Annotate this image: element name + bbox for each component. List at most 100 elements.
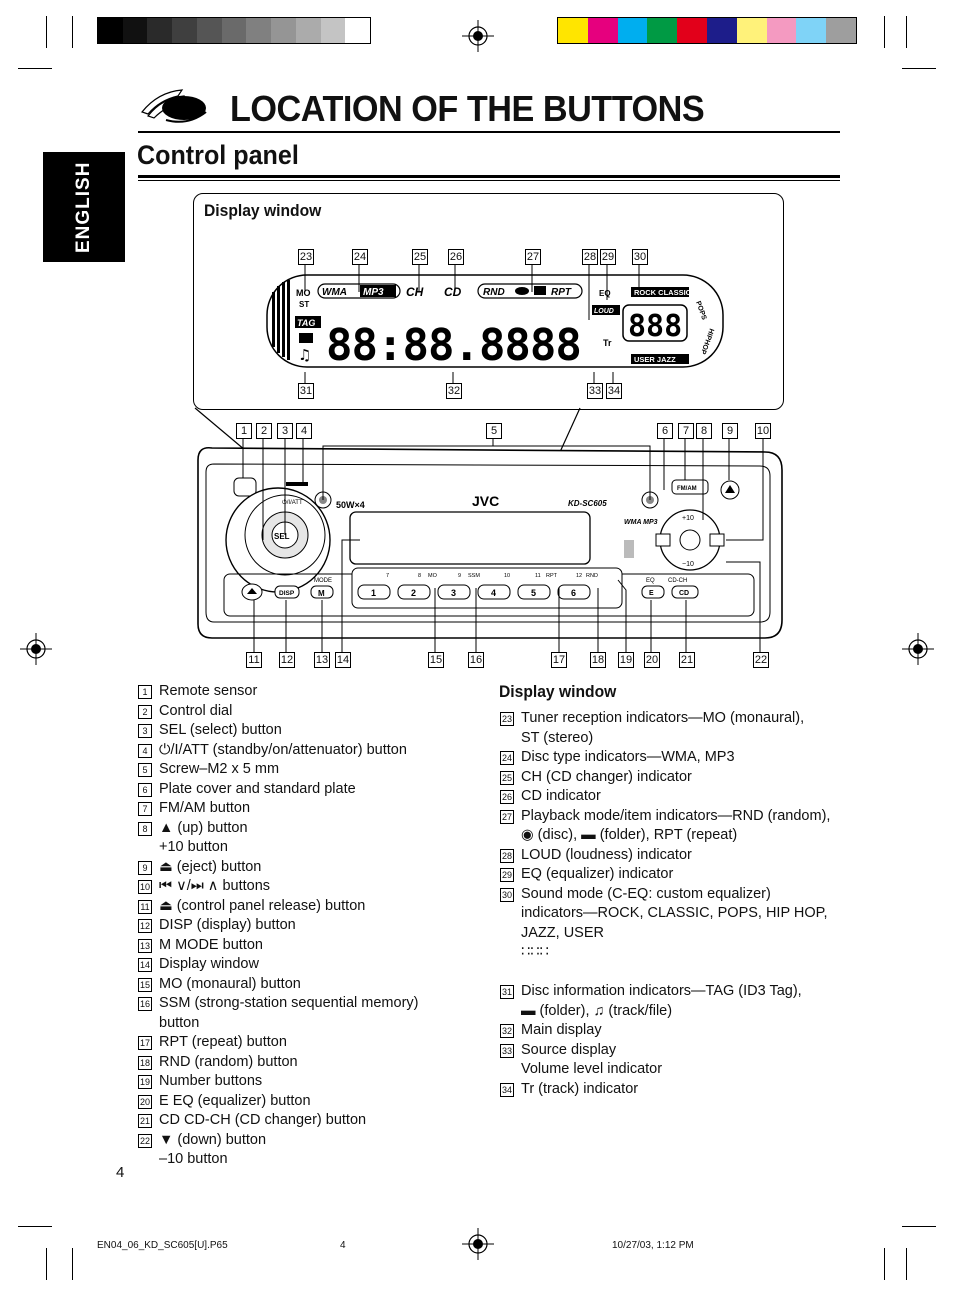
preset-caption: 9 bbox=[458, 573, 461, 579]
preset-caption: 11 bbox=[535, 573, 541, 579]
divider bbox=[138, 131, 840, 133]
fmam-label[interactable]: FM/AM bbox=[677, 486, 697, 492]
legend-text: Tr (track) indicator bbox=[521, 1080, 639, 1097]
crop-mark bbox=[18, 68, 52, 69]
preset-button[interactable] bbox=[437, 584, 471, 600]
legend-number: 31 bbox=[500, 985, 514, 999]
legend-number: 28 bbox=[500, 848, 514, 863]
color-swatch bbox=[796, 18, 827, 43]
crop-mark bbox=[906, 1248, 907, 1280]
callout-number: 17 bbox=[551, 652, 567, 668]
legend-title-display-window: Display window bbox=[499, 682, 617, 701]
callout-number: 20 bbox=[644, 652, 660, 668]
model-label: KD-SC605 bbox=[568, 499, 607, 508]
minus10-label: −10 bbox=[682, 561, 694, 568]
callout-number: 10 bbox=[755, 423, 771, 439]
crop-mark bbox=[72, 16, 73, 48]
legend-row: 19 Number buttons bbox=[138, 1072, 478, 1092]
legend-text: E EQ (equalizer) button bbox=[159, 1092, 311, 1109]
lcd-rpt: RPT bbox=[551, 287, 572, 298]
callout-number: 8 bbox=[696, 423, 712, 439]
preset-button[interactable] bbox=[517, 584, 551, 600]
color-calibration-bar bbox=[557, 17, 857, 44]
lcd-mo: MO bbox=[296, 288, 311, 298]
legend-row bbox=[500, 963, 850, 983]
callout-number: 16 bbox=[468, 652, 484, 668]
legend-number: 19 bbox=[138, 1075, 152, 1089]
callout-number: 3 bbox=[277, 423, 293, 439]
legend-text: CH (CD changer) indicator bbox=[521, 768, 692, 785]
cd-label[interactable]: CD bbox=[679, 590, 689, 597]
legend-number: 11 bbox=[138, 899, 152, 914]
callout-number: 22 bbox=[753, 652, 769, 668]
lcd-cd: CD bbox=[444, 285, 462, 299]
legend-text: ◉ (disc), ▬ (folder), RPT (repeat) bbox=[521, 827, 738, 843]
m-label[interactable]: M bbox=[318, 589, 325, 598]
lcd-user-jazz: USER JAZZ bbox=[634, 355, 676, 364]
lcd-tag: TAG bbox=[297, 318, 315, 328]
section-subtitle: Control panel bbox=[137, 140, 299, 170]
legend-text: FM/AM button bbox=[159, 800, 251, 816]
disp-label[interactable]: DISP bbox=[279, 590, 295, 597]
brand-logo: JVC bbox=[472, 493, 499, 509]
legend-text: –10 button bbox=[159, 1151, 228, 1167]
legend-number: 20 bbox=[138, 1094, 152, 1109]
legend-number: 17 bbox=[138, 1036, 152, 1050]
legend-text: Screw–M2 x 5 mm bbox=[159, 761, 280, 777]
page-title: LOCATION OF THE BUTTONS bbox=[230, 88, 705, 129]
preset-button-label: 5 bbox=[531, 588, 536, 598]
legend-text: Number buttons bbox=[159, 1073, 263, 1089]
legend-number: 25 bbox=[500, 770, 514, 785]
sel-label[interactable]: SEL bbox=[274, 532, 290, 541]
legend-row: JAZZ, USER bbox=[500, 924, 850, 944]
plus10-label: +10 bbox=[682, 515, 694, 522]
crop-mark bbox=[906, 16, 907, 48]
legend-number: 16 bbox=[138, 997, 152, 1011]
preset-button[interactable] bbox=[557, 584, 591, 600]
output-label: 50W×4 bbox=[336, 500, 365, 510]
legend-row: 9⏏ (eject) button bbox=[138, 858, 478, 878]
crop-mark bbox=[46, 1248, 47, 1280]
callout-number: 19 bbox=[618, 652, 634, 668]
crop-mark bbox=[18, 1226, 52, 1227]
preset-button[interactable] bbox=[357, 584, 391, 600]
legend-text: ▲ (up) button bbox=[159, 819, 248, 836]
preset-button[interactable] bbox=[477, 584, 511, 600]
mode-label: MODE bbox=[314, 578, 332, 584]
legend-text: ⏏ (eject) button bbox=[159, 858, 262, 875]
cdch-label: CD-CH bbox=[668, 578, 687, 584]
footer-date: 10/27/03, 1:12 PM bbox=[612, 1240, 694, 1251]
preset-button[interactable] bbox=[397, 584, 431, 600]
legend-row: –10 button bbox=[138, 1150, 478, 1170]
callout-number: 32 bbox=[446, 383, 462, 399]
callout-number: 12 bbox=[279, 652, 295, 668]
crop-mark bbox=[902, 68, 936, 69]
registration-mark-icon bbox=[20, 633, 52, 665]
lcd-track-icon: ♫ bbox=[298, 346, 311, 364]
section-logo-icon bbox=[140, 89, 207, 123]
gray-swatch bbox=[271, 18, 296, 43]
legend-text: +10 button bbox=[159, 839, 228, 855]
legend-number: 2 bbox=[138, 704, 152, 719]
callout-number: 2 bbox=[256, 423, 272, 439]
gray-swatch bbox=[122, 18, 148, 43]
callout-number: 34 bbox=[606, 383, 622, 399]
display-leader-lines bbox=[304, 264, 640, 383]
callout-number: 27 bbox=[525, 249, 541, 265]
registration-mark-icon bbox=[462, 20, 494, 52]
callout-number: 23 bbox=[298, 249, 314, 265]
crop-mark bbox=[902, 1226, 936, 1227]
legend-number: 32 bbox=[500, 1024, 514, 1038]
e-label[interactable]: E bbox=[649, 590, 654, 597]
